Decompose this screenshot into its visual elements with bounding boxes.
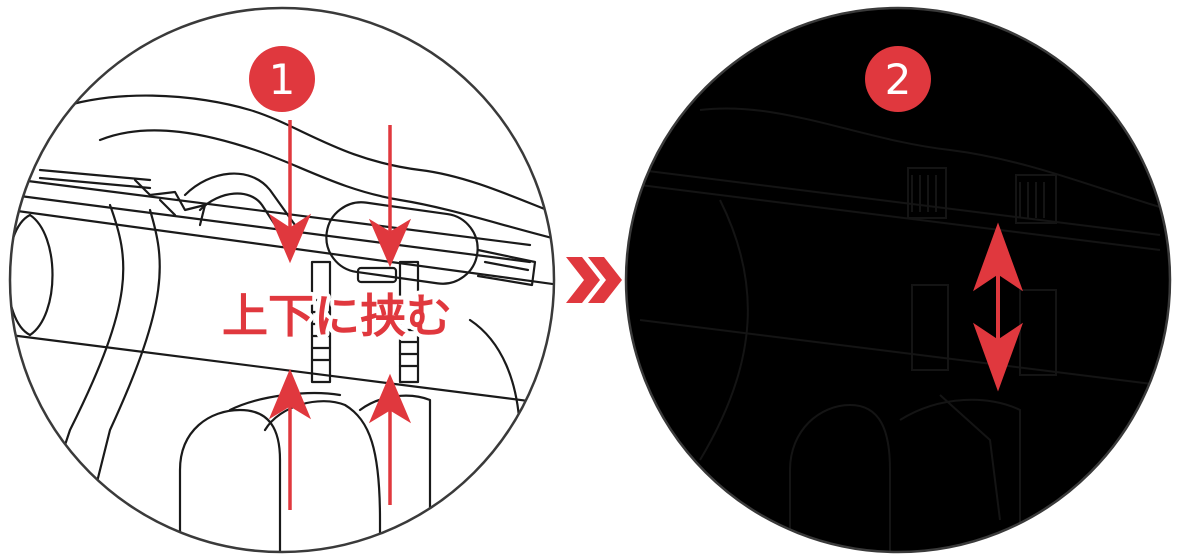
step-1-ring (8, 6, 556, 554)
step-1-badge (249, 46, 315, 112)
step-1-frame (10, 8, 554, 552)
step-1-caption: 上下に挟む (222, 289, 452, 343)
vertical-double-arrow-icon (973, 222, 1023, 392)
step-2-ring (624, 6, 1172, 554)
step-1-caption-outline: 上下に挟む (222, 289, 452, 343)
step-2-badge (865, 46, 931, 112)
step-2-panel: 2 (624, 6, 1172, 554)
press-arrows-up (268, 368, 412, 510)
down-arrow-left-head (268, 213, 312, 264)
double-chevron-right-icon (566, 257, 622, 303)
step-1-number: 1 (269, 55, 296, 104)
up-arrow-left-head (268, 368, 312, 420)
step-1-panel: 上下に挟む 上下に挟む 1 (8, 6, 556, 554)
double-arrow-up-head (973, 222, 1023, 292)
step-2-number: 2 (885, 55, 912, 104)
up-arrow-right-head (368, 373, 412, 424)
double-arrow-down-head (973, 322, 1023, 392)
down-arrow-right-head (368, 218, 412, 268)
step-2-illustration (639, 107, 1170, 552)
step-2-frame (626, 8, 1170, 552)
press-arrows-down (268, 120, 412, 268)
